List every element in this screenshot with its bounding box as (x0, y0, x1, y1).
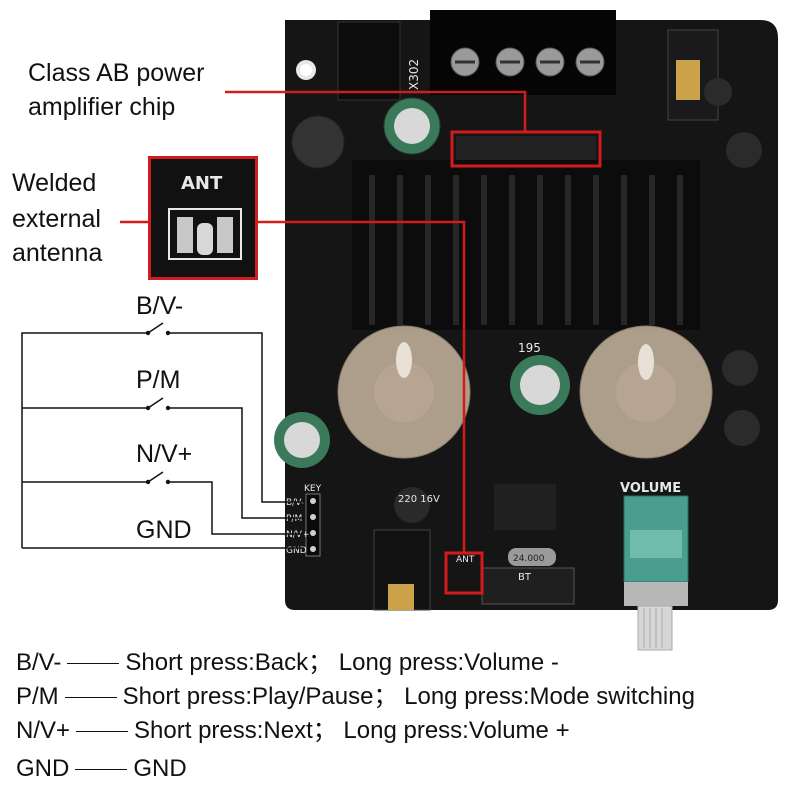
legend-dash (75, 769, 128, 771)
antenna-pads-icon (168, 208, 242, 260)
svg-text:X302: X302 (407, 59, 421, 90)
heatsink (352, 160, 700, 330)
bt-antenna-trace (481, 567, 575, 605)
svg-text:B/V-: B/V- (286, 498, 304, 508)
svg-text:KEY: KEY (304, 484, 322, 494)
legend-desc: Short press:Next； Long press:Volume + (134, 717, 570, 744)
antenna-zoom-inset: ANT (148, 156, 258, 280)
amp-chip-callout-line1: Class AB power (28, 59, 205, 87)
key-header (305, 493, 321, 557)
svg-text:24.000: 24.000 (513, 554, 545, 564)
legend-key: GND (16, 755, 70, 782)
amp-chip (456, 136, 596, 162)
button-label-pm: P/M (136, 366, 181, 394)
legend-row-bv-minus: B/V- Short press:Back； Long press:Volume … (16, 648, 559, 678)
legend-row-pm: P/M Short press:Play/Pause； Long press:Mo… (16, 682, 695, 712)
svg-text:ANT: ANT (456, 555, 475, 565)
button-label-bv-minus: B/V- (136, 292, 184, 320)
antenna-leader (258, 220, 466, 553)
legend-key: P/M (16, 683, 59, 710)
antenna-callout-line2: external (12, 205, 101, 233)
button-wiring (21, 322, 304, 549)
svg-text:195: 195 (518, 341, 541, 355)
button-label-nv-plus: N/V+ (136, 440, 193, 468)
inductor (291, 115, 345, 169)
legend-key: B/V- (16, 649, 62, 676)
amp-chip-callout-line2: amplifier chip (28, 93, 176, 121)
legend-desc: Short press:Play/Pause； Long press:Mode … (122, 683, 695, 710)
svg-text:BT: BT (518, 572, 532, 583)
dc-jack (337, 21, 401, 101)
legend-key: N/V+ (16, 717, 71, 744)
crystal (508, 548, 556, 566)
button-label-gnd: GND (136, 516, 192, 544)
antenna-callout-line3: antenna (12, 239, 103, 267)
svg-text:VOLUME: VOLUME (620, 481, 681, 496)
legend-row-gnd: GND GND (16, 754, 187, 784)
svg-text:220 16V: 220 16V (398, 494, 440, 505)
bt-chip (494, 484, 556, 530)
antenna-zoom-label: ANT (181, 173, 223, 194)
svg-text:GND: GND (286, 546, 307, 556)
amp-chip-leader (225, 90, 527, 132)
svg-text:P/M: P/M (286, 514, 302, 524)
legend-desc: Short press:Back； Long press:Volume - (125, 649, 559, 676)
pot-shaft (637, 605, 673, 651)
antenna-callout-line1: Welded (12, 169, 97, 197)
legend-dash (64, 697, 117, 699)
legend-dash (67, 663, 120, 665)
legend-row-nv-plus: N/V+ Short press:Next； Long press:Volume … (16, 716, 570, 746)
pot-shaft-base (624, 582, 688, 606)
svg-text:N/V+: N/V+ (286, 530, 309, 540)
small-capacitor (394, 487, 430, 523)
legend-desc: GND (133, 755, 187, 782)
legend-dash (76, 731, 129, 733)
